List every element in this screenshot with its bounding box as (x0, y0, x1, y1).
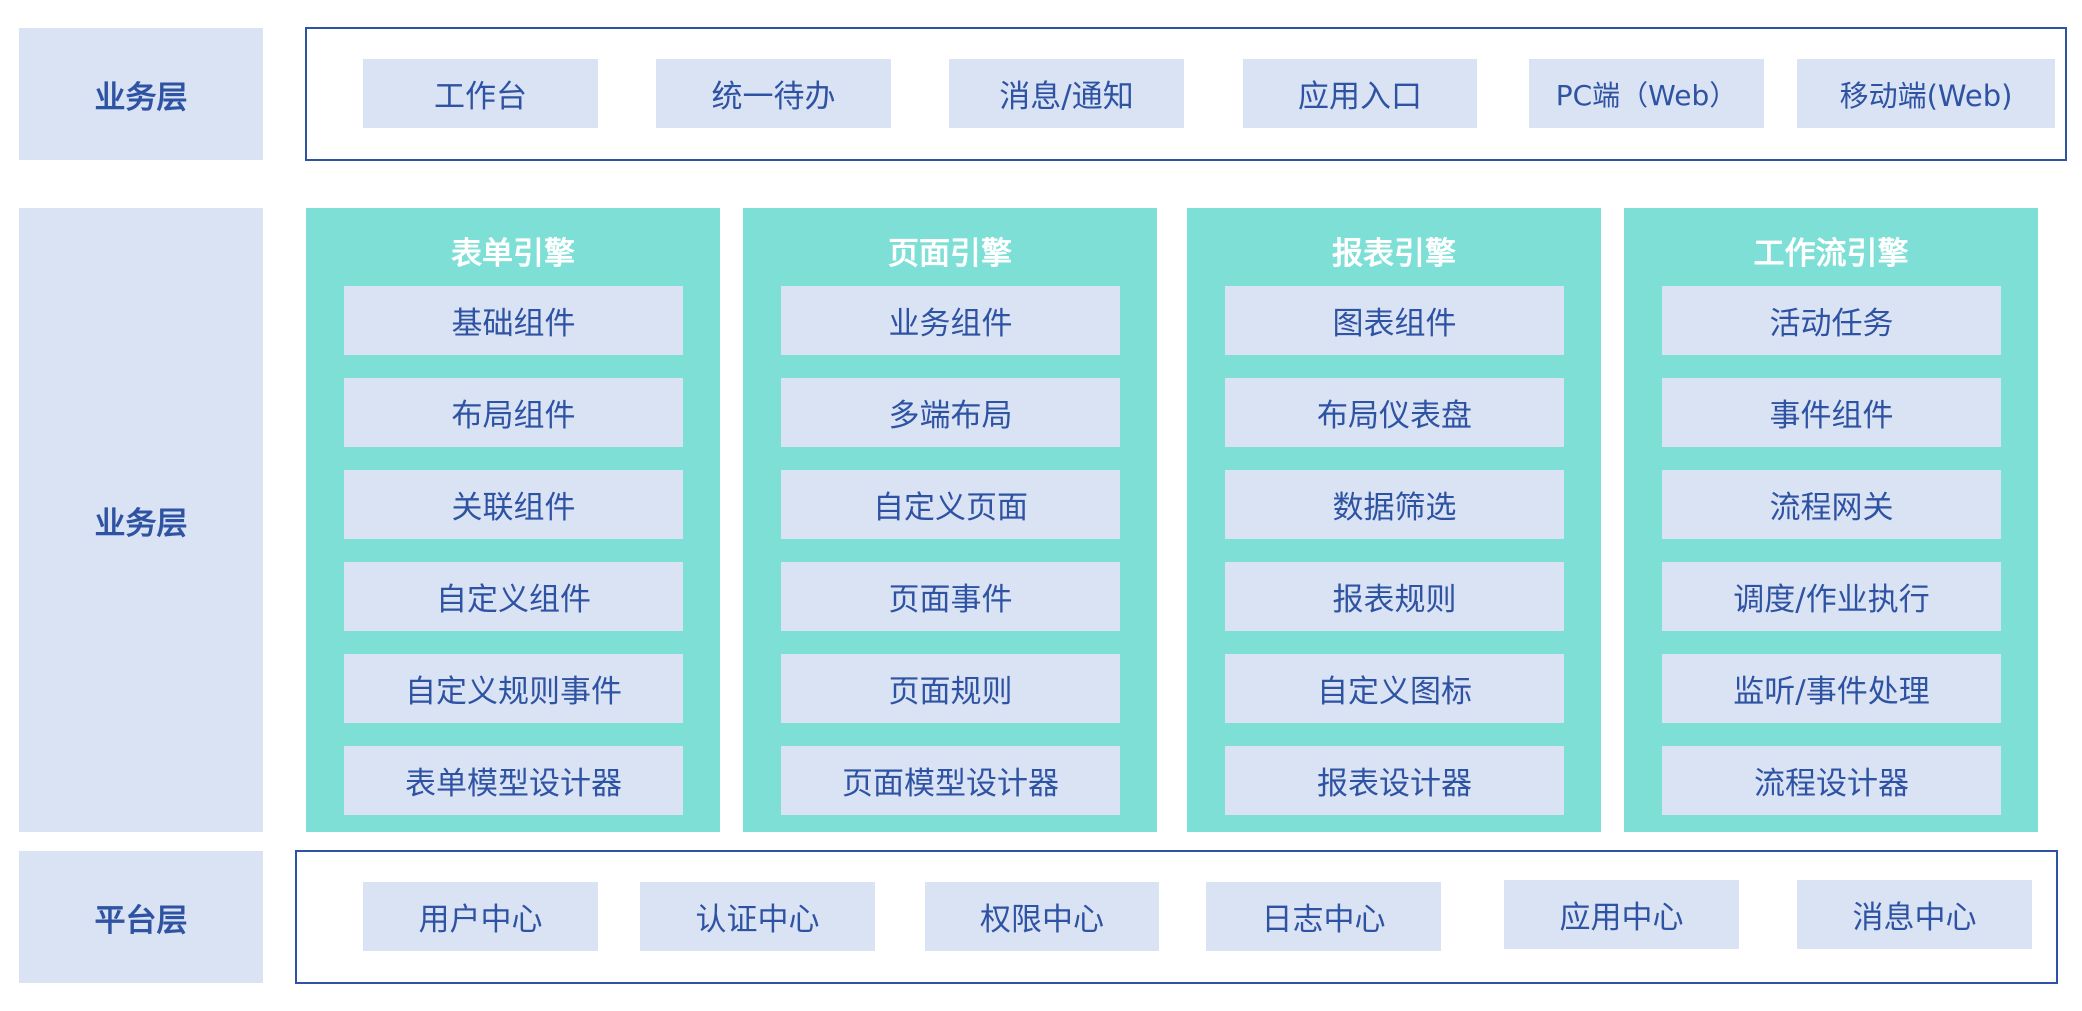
top-item-workbench: 工作台 (363, 59, 598, 128)
engine-item: 布局仪表盘 (1225, 378, 1564, 447)
engine-item: 流程设计器 (1662, 746, 2001, 815)
engine-item: 业务组件 (781, 286, 1120, 355)
engine-item: 自定义组件 (344, 562, 683, 631)
engine-item: 页面模型设计器 (781, 746, 1120, 815)
engine-item: 自定义规则事件 (344, 654, 683, 723)
engine-item: 流程网关 (1662, 470, 2001, 539)
engine-item: 图表组件 (1225, 286, 1564, 355)
middle-layer-label: 业务层 (19, 208, 263, 832)
engine-title: 页面引擎 (888, 236, 1012, 272)
engine-page: 页面引擎 业务组件 多端布局 自定义页面 页面事件 页面规则 页面模型设计器 (743, 208, 1157, 832)
bottom-item-permission-center: 权限中心 (925, 882, 1159, 951)
bottom-item-app-center: 应用中心 (1504, 880, 1739, 949)
engine-item: 基础组件 (344, 286, 683, 355)
engine-item: 报表规则 (1225, 562, 1564, 631)
top-item-unified-todo: 统一待办 (656, 59, 891, 128)
engine-title: 工作流引擎 (1753, 236, 1909, 272)
bottom-layer-label: 平台层 (19, 851, 263, 983)
engine-item: 表单模型设计器 (344, 746, 683, 815)
top-layer-label: 业务层 (19, 28, 263, 160)
engine-item: 多端布局 (781, 378, 1120, 447)
engine-item: 自定义页面 (781, 470, 1120, 539)
engine-form: 表单引擎 基础组件 布局组件 关联组件 自定义组件 自定义规则事件 表单模型设计… (306, 208, 720, 832)
engine-item: 数据筛选 (1225, 470, 1564, 539)
engine-item: 报表设计器 (1225, 746, 1564, 815)
engine-title: 表单引擎 (451, 236, 575, 272)
bottom-item-message-center: 消息中心 (1797, 880, 2032, 949)
engine-item: 页面规则 (781, 654, 1120, 723)
engine-item: 页面事件 (781, 562, 1120, 631)
top-item-app-entry: 应用入口 (1243, 59, 1477, 128)
engine-item: 布局组件 (344, 378, 683, 447)
bottom-item-log-center: 日志中心 (1206, 882, 1441, 951)
top-item-pc-web: PC端（Web） (1529, 59, 1764, 128)
top-item-message-notice: 消息/通知 (949, 59, 1184, 128)
engine-workflow: 工作流引擎 活动任务 事件组件 流程网关 调度/作业执行 监听/事件处理 流程设… (1624, 208, 2038, 832)
engine-item: 监听/事件处理 (1662, 654, 2001, 723)
bottom-item-auth-center: 认证中心 (640, 882, 875, 951)
engine-title: 报表引擎 (1332, 236, 1456, 272)
engine-item: 调度/作业执行 (1662, 562, 2001, 631)
engine-item: 活动任务 (1662, 286, 2001, 355)
engine-item: 事件组件 (1662, 378, 2001, 447)
engine-report: 报表引擎 图表组件 布局仪表盘 数据筛选 报表规则 自定义图标 报表设计器 (1187, 208, 1601, 832)
bottom-item-user-center: 用户中心 (363, 882, 598, 951)
engine-item: 关联组件 (344, 470, 683, 539)
top-item-mobile-web: 移动端(Web) (1797, 59, 2055, 128)
top-layer-frame (305, 27, 2067, 161)
engine-item: 自定义图标 (1225, 654, 1564, 723)
